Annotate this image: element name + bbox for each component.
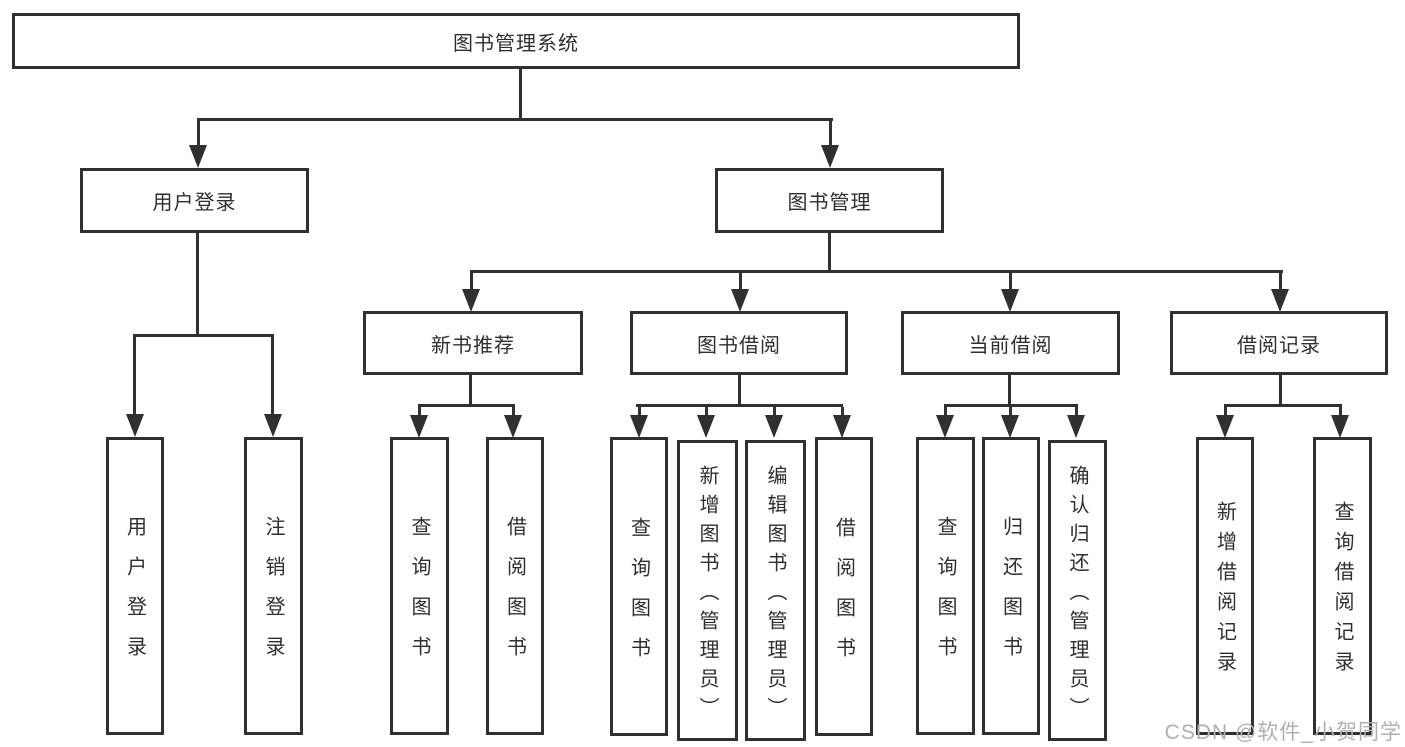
node-label: 借阅图书 [832,516,855,677]
node-label: 查询借阅记录 [1331,501,1353,681]
connector-drop [944,407,947,417]
connector-drop [1224,407,1227,417]
node-label: 借阅图书 [503,516,526,676]
arrow-down-icon [1271,289,1289,312]
leaf-edit-books-admin: 编辑图书（管理员） [745,440,806,741]
watermark: CSDN @软件_小贺同学 [1164,721,1402,744]
connector-drop [1279,273,1282,289]
connector-records-stub [1279,375,1282,406]
arrow-down-icon [264,414,282,437]
connector-drop [470,273,473,289]
node-book-mgmt: 图书管理 [715,168,944,233]
connector-drop-user-login [197,121,200,147]
arrow-down-icon [731,289,749,312]
node-borrow-records: 借阅记录 [1170,311,1388,375]
leaf-add-books-admin: 新增图书（管理员） [677,440,738,741]
connector-root-stub [519,68,522,121]
node-label: 编辑图书（管理员） [764,464,786,726]
arrow-down-icon [1001,415,1019,438]
arrow-down-icon [504,415,522,438]
node-library-system: 图书管理系统 [12,13,1020,69]
arrow-down-icon [1331,415,1349,438]
arrow-down-icon [936,415,954,438]
node-label: 归还图书 [999,516,1022,676]
node-label: 新增图书（管理员） [696,464,718,726]
connector-drop [705,407,708,417]
connector-drop-book-mgmt [829,121,832,147]
node-user-login: 用户登录 [80,168,309,233]
node-label: 图书管理 [787,192,872,214]
node-label: 图书管理系统 [453,32,579,55]
node-label: 查询图书 [934,516,956,676]
node-label: 用户登录 [123,516,146,676]
node-label: 新书推荐 [431,334,515,357]
arrow-down-icon [765,415,783,438]
connector-drop [1075,407,1078,417]
leaf-logout: 注销登录 [244,437,303,735]
arrow-down-icon [410,415,428,438]
node-label: 确认归还（管理员） [1066,464,1088,726]
connector-drop [1009,407,1012,417]
node-label: 借阅记录 [1237,334,1321,357]
leaf-confirm-return-admin: 确认归还（管理员） [1048,440,1107,741]
connector-drop [638,407,641,417]
connector-bookborrow-bus [636,404,843,407]
connector-drop [739,273,742,289]
leaf-return-books: 归还图书 [982,437,1040,735]
arrow-down-icon [697,415,715,438]
node-label: 用户登录 [152,192,237,214]
connector-drop [133,337,136,415]
connector-currentborrow-stub [1008,375,1011,406]
connector-level3-bus [470,270,1283,273]
node-book-borrow: 图书借阅 [630,311,848,375]
connector-bookborrow-stub [738,375,741,406]
arrow-down-icon [189,145,207,168]
node-label: 新增借阅记录 [1213,501,1236,681]
connector-userlogin-stub [196,233,199,337]
node-new-books: 新书推荐 [363,311,583,375]
connector-records-bus [1224,404,1342,407]
arrow-down-icon [1067,415,1085,438]
leaf-query-books-borrow: 查询图书 [610,437,668,736]
leaf-borrow-books-newbooks: 借阅图书 [486,437,544,735]
node-label: 注销登录 [262,516,284,676]
arrow-down-icon [462,289,480,312]
node-current-borrow: 当前借阅 [901,311,1120,375]
connector-currentborrow-bus [944,404,1078,407]
connector-newbooks-bus [418,404,515,407]
connector-drop [271,337,274,415]
node-label: 查询图书 [627,516,650,677]
connector-drop [1009,273,1012,289]
leaf-borrow-books: 借阅图书 [815,437,873,736]
arrow-down-icon [821,145,839,168]
connector-drop [418,407,421,417]
connector-drop [512,407,515,417]
connector-userlogin-bus [133,334,274,337]
connector-newbooks-stub [469,375,472,406]
node-label: 查询图书 [408,516,430,676]
connector-drop [841,407,844,417]
arrow-down-icon [1216,415,1234,438]
arrow-down-icon [126,414,144,437]
connector-bookmgmt-stub [828,233,831,271]
connector-drop [773,407,776,417]
connector-drop [1339,407,1342,417]
leaf-user-login: 用户登录 [106,437,164,735]
arrow-down-icon [630,415,648,438]
leaf-query-borrow-record: 查询借阅记录 [1313,437,1372,735]
connector-level2-bus [197,118,833,121]
arrow-down-icon [833,415,851,438]
leaf-query-books-newbooks: 查询图书 [390,437,449,735]
leaf-add-borrow-record: 新增借阅记录 [1196,437,1254,735]
arrow-down-icon [1001,289,1019,312]
node-label: 图书借阅 [697,334,781,357]
leaf-query-books-current: 查询图书 [916,437,975,735]
node-label: 当前借阅 [968,334,1053,357]
